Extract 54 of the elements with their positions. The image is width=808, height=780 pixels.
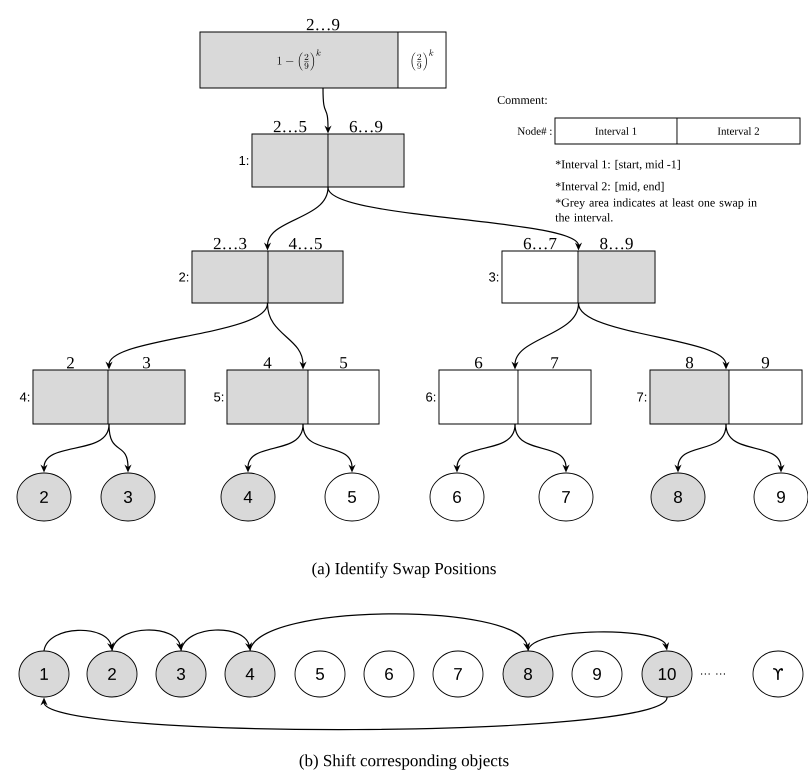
arrow — [40, 696, 668, 730]
node-label: 2…3 — [214, 238, 246, 250]
node-label: 2…9 — [306, 18, 340, 30]
node-label: 6…7 — [524, 238, 556, 250]
interval-cell: 8 — [650, 356, 730, 424]
interval-cell: 6…7 — [502, 238, 578, 304]
interval-cell: 6…9 — [328, 120, 404, 188]
node-label: 5: — [214, 392, 224, 402]
arrow — [180, 629, 252, 651]
arrow — [528, 631, 670, 651]
node-label: 6 — [475, 356, 482, 368]
interval-cell: 2 — [32, 357, 108, 424]
arrow — [250, 613, 530, 651]
node-label: 2: — [179, 272, 188, 282]
interval-cell: 5 — [308, 357, 380, 424]
node-label: 8 — [686, 356, 694, 368]
interval-cell: 2…5 — [252, 120, 328, 188]
interval-cell: $1-\left(\frac{2}{9}\right)^{k}$ — [200, 32, 398, 88]
comment-text: *Interval 2: [mid, end] — [556, 182, 664, 192]
node-label: 8…9 — [600, 238, 633, 250]
node-label: 9 — [762, 356, 770, 368]
interval-cell: 4 — [226, 357, 308, 424]
ellipsis: … … — [701, 673, 725, 675]
comment-text: Comment: — [498, 96, 547, 104]
node-label: Node# : — [518, 127, 552, 135]
comment-text: *Interval 1: [start, mid -1] — [556, 160, 680, 170]
node-label: 7 — [551, 357, 558, 368]
interval-cell: 3 — [108, 356, 186, 424]
node-label: 2 — [67, 357, 74, 368]
interval-cell: 8…9 — [578, 238, 656, 304]
node-label: 6…9 — [350, 120, 382, 132]
interval-cell: 4…5 — [268, 238, 344, 304]
interval-cell: $\left(\frac{2}{9}\right)^{k}$ — [398, 32, 446, 88]
caption: (a) Identify Swap Positions — [312, 562, 496, 578]
interval-cell: 6 — [438, 356, 518, 424]
node-label: 4: — [20, 392, 30, 402]
node-label: 5 — [340, 357, 348, 368]
interval-cell: Interval 2 — [676, 118, 800, 144]
node-label: 3 — [143, 356, 150, 368]
node-label: 1: — [240, 156, 248, 165]
node-label: 4 — [264, 357, 272, 368]
arrow — [43, 630, 114, 651]
interval-cell: 9 — [728, 356, 802, 424]
interval-cell: Interval 1 — [554, 118, 678, 144]
interval-cell: 2…3 — [192, 238, 268, 304]
node-label: 2…5 — [274, 120, 306, 132]
node-label: 7: — [637, 392, 646, 402]
caption: (b) Shift corresponding objects — [300, 754, 509, 770]
interval-cell: 7 — [518, 357, 592, 424]
comment-text: *Grey area indicates at least one swap in the interval. — [555, 198, 757, 222]
node-label: 3: — [489, 272, 498, 282]
node-label: 6: — [426, 392, 436, 402]
node-label: 4…5 — [288, 238, 322, 250]
arrow — [111, 629, 184, 651]
